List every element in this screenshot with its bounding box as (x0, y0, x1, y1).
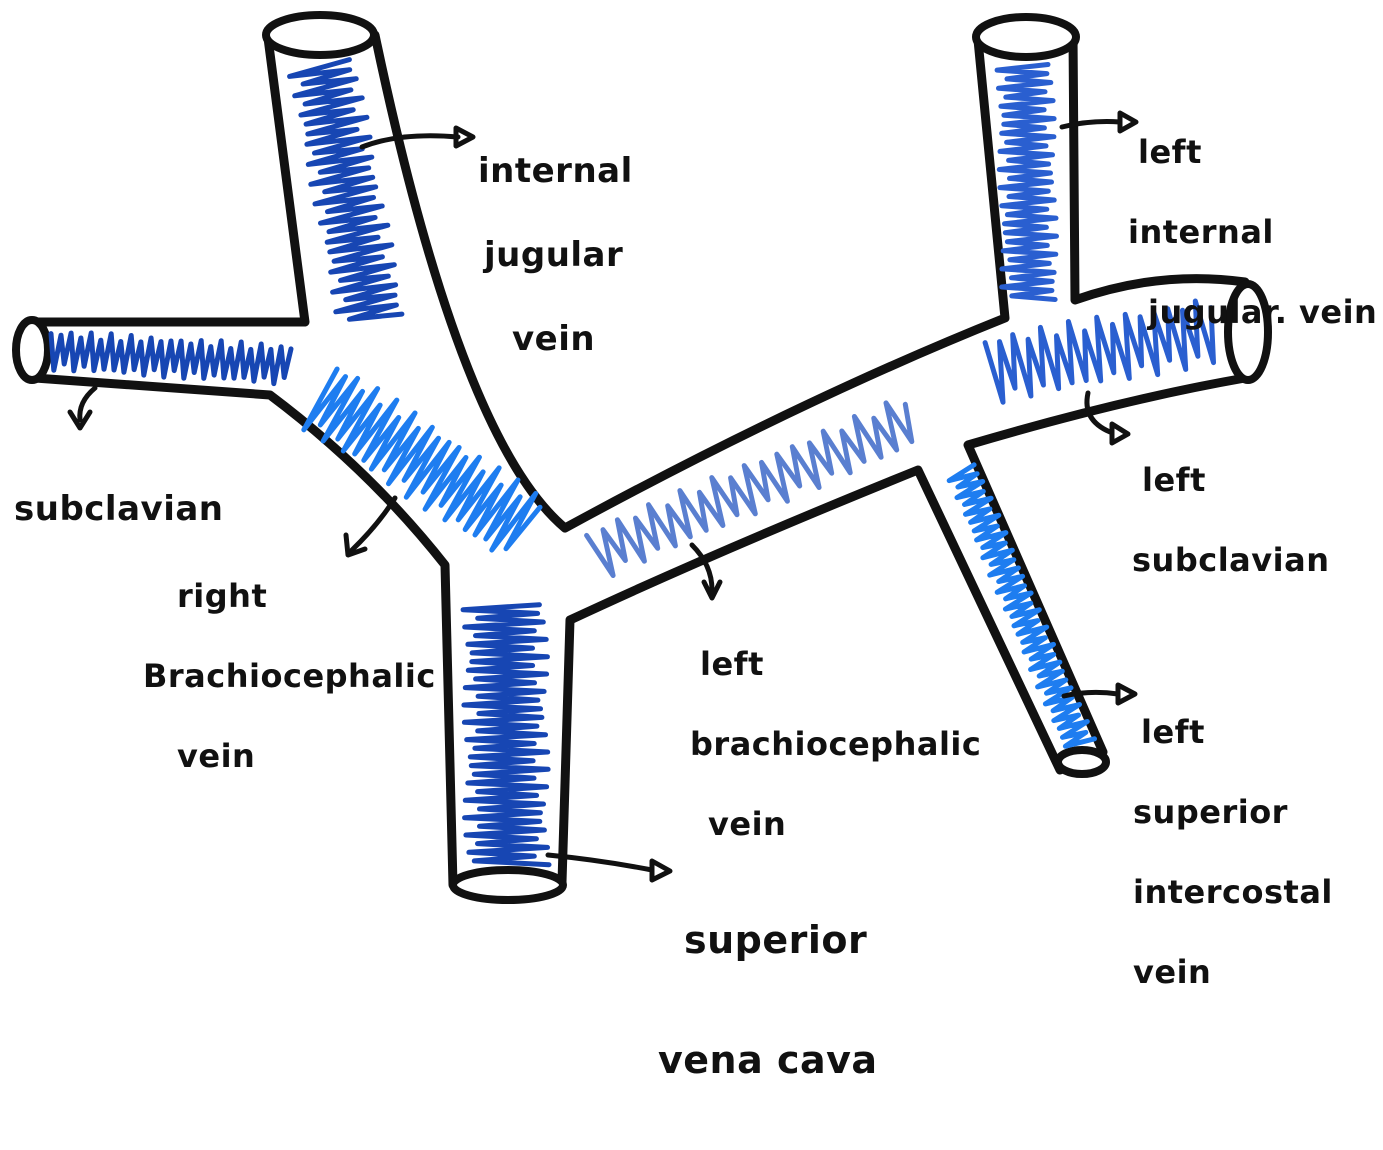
label-left-subclavian: left subclavian (1132, 420, 1329, 620)
label-line: left (1138, 132, 1377, 172)
label-line: internal (1128, 212, 1377, 252)
label-line: superior (1133, 792, 1333, 832)
label-line: vein (1133, 952, 1333, 992)
label-line: left (690, 644, 981, 684)
label-left-superior-intercostal: left superior intercostal vein (1133, 672, 1333, 1032)
label-line: right (143, 576, 436, 616)
label-line: intercostal (1133, 872, 1333, 912)
label-line: vein (478, 318, 633, 360)
label-left-internal-jugular: left internal jugular. vein (1138, 92, 1377, 372)
label-line: internal (478, 150, 633, 192)
label-line: vein (690, 804, 981, 844)
label-line: vena cava (658, 1030, 878, 1090)
label-line: left (1133, 712, 1333, 752)
right-subclavian-end (16, 320, 48, 380)
label-line: Brachiocephalic (143, 656, 436, 696)
label-left-brachiocephalic: left brachiocephalic vein (690, 604, 981, 884)
intercostal-bottom-end (1058, 750, 1106, 774)
leader-subclavian (70, 388, 95, 428)
label-line: left (1132, 460, 1329, 500)
label-line: superior (684, 910, 878, 970)
label-line: vein (143, 736, 436, 776)
lij-top-end (976, 17, 1076, 57)
label-superior-vena-cava: superior vena cava (684, 850, 878, 1150)
label-internal-jugular: internal jugular vein (478, 108, 633, 402)
label-line: subclavian (14, 488, 224, 530)
svc-bottom-end (453, 870, 563, 900)
label-right-brachiocephalic: right Brachiocephalic vein (143, 536, 436, 816)
label-line: subclavian (1132, 540, 1329, 580)
label-line: brachiocephalic (690, 724, 981, 764)
label-line: jugular (478, 234, 633, 276)
label-line: jugular. vein (1138, 292, 1377, 332)
rij-top-end (266, 15, 374, 55)
